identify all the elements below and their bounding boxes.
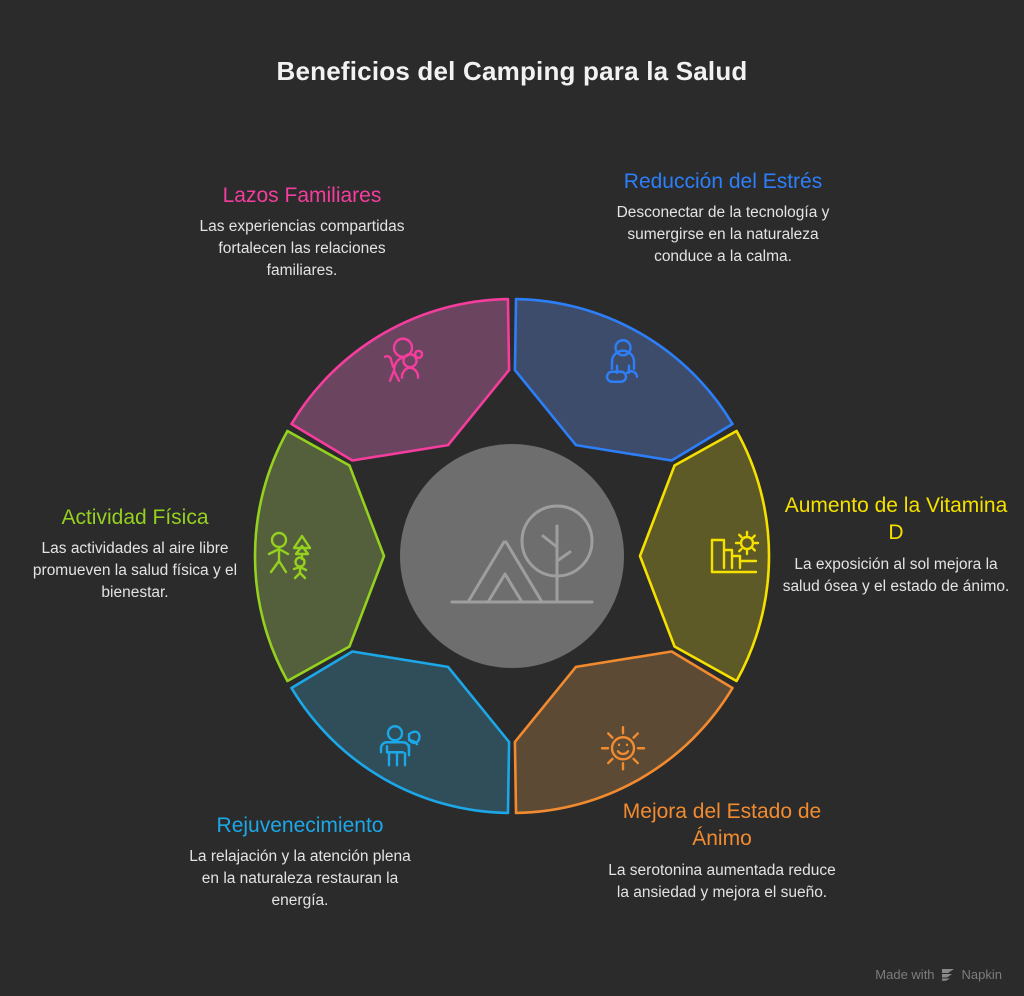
wheel-segment-rejuvenecimiento[interactable] — [290, 650, 511, 815]
callout-desc-actividad: Las actividades al aire libre promueven … — [32, 540, 238, 602]
smiling-sun-icon — [600, 726, 646, 771]
callout-desc-vitamina: La exposición al sol mejora la salud óse… — [782, 555, 1010, 595]
callout-vitamina: Aumento de la Vitamina D La exposición a… — [782, 492, 1010, 598]
watermark-brand: Napkin — [961, 967, 1002, 982]
callout-rejuvenecimiento: Rejuvenecimiento La relajación y la aten… — [184, 812, 416, 912]
callout-title-actividad: Actividad Física — [61, 506, 209, 529]
callout-desc-familiares: Las experiencias compartidas fortalecen … — [199, 218, 405, 280]
tent-tree-icon — [450, 504, 594, 604]
callout-title-familiares: Lazos Familiares — [222, 184, 382, 207]
wheel-svg — [253, 297, 771, 815]
meditating-person-icon — [605, 339, 639, 383]
callout-estres: Reducción del Estrés Desconectar de la t… — [608, 168, 838, 268]
callout-title-estres: Reducción del Estrés — [623, 170, 823, 193]
callout-familiares: Lazos Familiares Las experiencias compar… — [188, 182, 416, 282]
callout-desc-estres: Desconectar de la tecnología y sumergirs… — [616, 204, 830, 266]
family-group-icon — [383, 337, 424, 382]
wheel-segment-familiares[interactable] — [290, 297, 511, 462]
callout-title-vitamina: Aumento de la Vitamina D — [784, 494, 1008, 545]
page-title: Beneficios del Camping para la Salud — [276, 56, 748, 86]
wheel-segment-vitamina[interactable] — [638, 429, 771, 683]
callout-title-rejuvenecimiento: Rejuvenecimiento — [216, 814, 384, 837]
callout-desc-animo: La serotonina aumentada reduce la ansied… — [608, 861, 836, 901]
segment-icon-layer — [267, 337, 760, 771]
callout-animo: Mejora del Estado de Ánimo La serotonina… — [606, 798, 838, 904]
napkin-logo-icon — [941, 969, 954, 981]
callout-actividad: Actividad Física Las actividades al aire… — [20, 504, 250, 604]
watermark-text: Made with — [875, 967, 935, 982]
watermark: Made with Napkin — [875, 967, 1002, 982]
callout-title-animo: Mejora del Estado de Ánimo — [622, 800, 822, 851]
wheel-segment-actividad[interactable] — [253, 429, 386, 683]
relaxing-person-leaf-icon — [379, 725, 421, 767]
sun-over-cliffs-icon — [710, 530, 760, 574]
callout-desc-rejuvenecimiento: La relajación y la atención plena en la … — [189, 848, 411, 910]
center-disc — [400, 444, 624, 668]
hiking-people-tree-icon — [267, 531, 312, 580]
benefits-wheel — [252, 296, 772, 816]
